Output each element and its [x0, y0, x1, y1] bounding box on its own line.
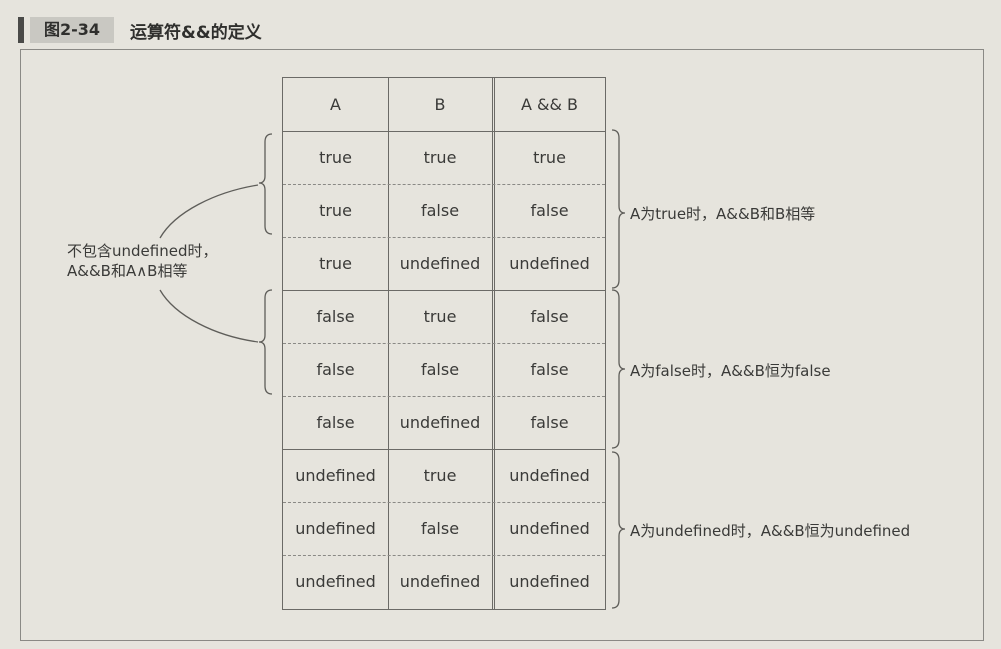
- table-cell: undefined: [399, 572, 481, 591]
- table-cell: false: [530, 413, 569, 432]
- annotation-a-undefined: A为undefined时，A&&B恒为undefined: [630, 522, 911, 540]
- annotation-a-false: A为false时，A&&B恒为false: [630, 362, 831, 380]
- table-cell: true: [423, 466, 457, 485]
- left-annotation: 不包含undefined时， A&&B和A∧B相等: [67, 241, 217, 281]
- table-cell: true: [319, 148, 352, 167]
- connector-arc-bottom: [159, 289, 259, 343]
- table-cell: undefined: [509, 254, 590, 273]
- table-cell: true: [533, 148, 566, 167]
- row-divider: [283, 396, 605, 397]
- header-accent-bar: [18, 17, 24, 43]
- table-cell: undefined: [295, 572, 376, 591]
- table-cell: undefined: [509, 572, 590, 591]
- table-cell: false: [420, 201, 460, 220]
- row-divider: [283, 555, 605, 556]
- figure-header: 图2-34 运算符&&的定义: [18, 17, 262, 43]
- group-divider: [283, 290, 605, 291]
- table-cell: true: [319, 254, 352, 273]
- table-cell: false: [530, 201, 569, 220]
- figure-title: 运算符&&的定义: [130, 22, 262, 43]
- table-cell: true: [423, 148, 457, 167]
- table-cell: false: [420, 360, 460, 379]
- table-cell: undefined: [295, 466, 376, 485]
- table-cell: undefined: [295, 519, 376, 538]
- header-cell-a: A: [330, 95, 341, 114]
- row-divider: [283, 502, 605, 503]
- table-cell: undefined: [399, 254, 481, 273]
- header-divider: [283, 131, 605, 132]
- table-cell: false: [420, 519, 460, 538]
- group-divider: [283, 449, 605, 450]
- annotation-a-true: A为true时，A&&B和B相等: [630, 205, 816, 223]
- table-cell: false: [316, 360, 355, 379]
- right-bracket-false: [611, 289, 626, 449]
- left-annotation-line1: 不包含undefined时，: [67, 242, 218, 260]
- connector-arc-top: [159, 184, 259, 239]
- right-bracket-undefined: [611, 451, 626, 609]
- row-divider: [283, 237, 605, 238]
- table-cell: false: [316, 413, 355, 432]
- header-cell-result: A && B: [520, 95, 579, 114]
- table-cell: undefined: [509, 519, 590, 538]
- table-cell: false: [316, 307, 355, 326]
- table-cell: false: [530, 360, 569, 379]
- table-cell: true: [319, 201, 352, 220]
- figure-frame: [20, 49, 984, 641]
- left-annotation-line2: A&&B和A∧B相等: [67, 262, 188, 280]
- left-bracket-top: [258, 133, 273, 235]
- truth-table: A B A && B true true true true false fal…: [282, 77, 606, 610]
- table-cell: true: [423, 307, 457, 326]
- row-divider: [283, 343, 605, 344]
- header-cell-b: B: [434, 95, 446, 114]
- row-divider: [283, 184, 605, 185]
- table-cell: undefined: [509, 466, 590, 485]
- table-cell: false: [530, 307, 569, 326]
- right-bracket-true: [611, 129, 626, 289]
- table-cell: undefined: [399, 413, 481, 432]
- figure-number: 图2-34: [30, 17, 115, 43]
- left-bracket-bottom: [258, 289, 273, 395]
